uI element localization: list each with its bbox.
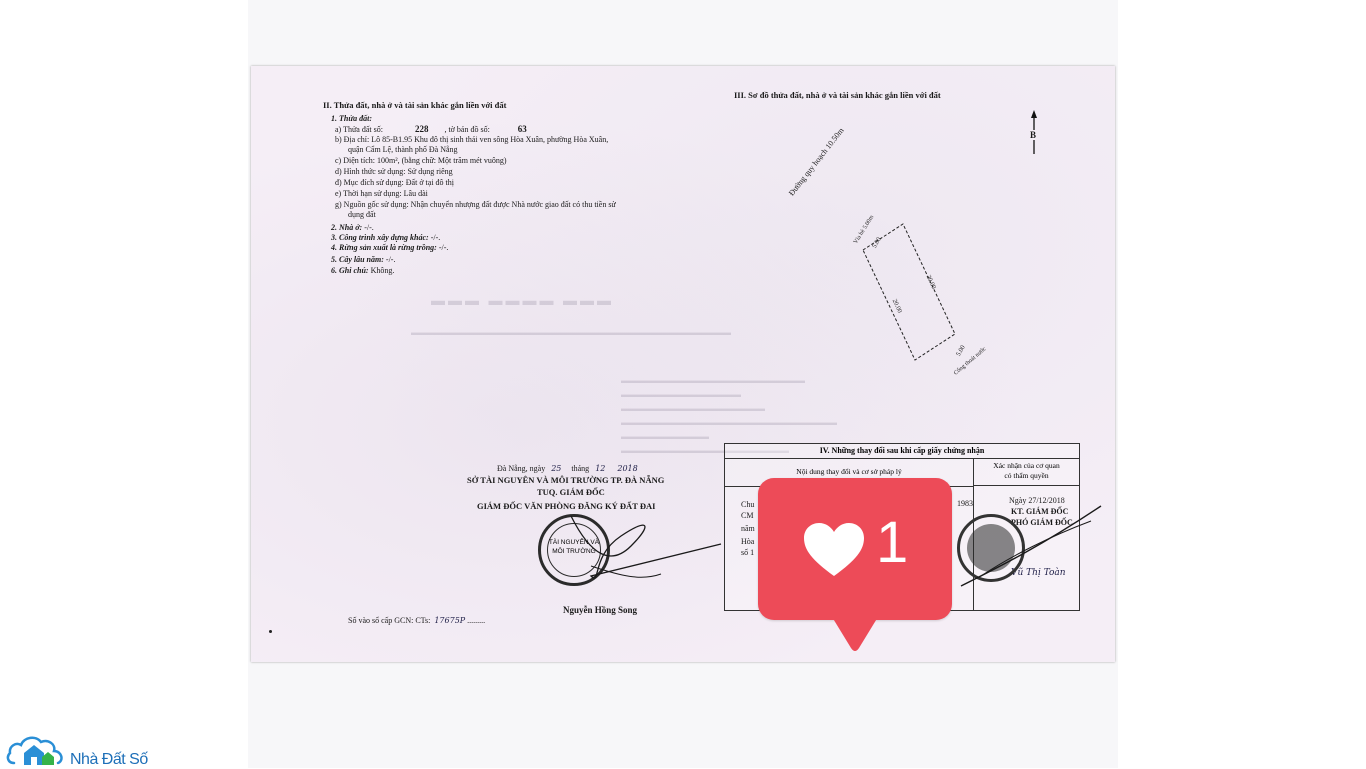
bleed-through-text: ▬▬▬ ▬▬▬▬ ▬▬▬ (431, 294, 614, 309)
change-row-4: Hòa (741, 537, 755, 546)
register-number: Số vào sổ cấp GCN: CTs: 17675P ......... (348, 616, 486, 625)
parcel-sketch (862, 223, 956, 361)
confirm-seal-stamp (957, 514, 1025, 582)
origin-line-2: dụng đất (348, 210, 376, 219)
signer-name: Nguyễn Hồng Song (563, 605, 638, 615)
parcel-number-value: 228 (414, 124, 429, 134)
bleed-through-text: ▬▬▬▬▬▬▬▬▬▬▬▬▬▬▬▬▬▬▬▬▬▬▬ (621, 376, 805, 385)
bleed-through-text: ▬▬▬▬▬▬▬▬▬▬▬▬▬▬▬▬▬▬▬▬▬▬▬▬▬▬▬▬▬▬▬▬▬▬▬▬▬▬▬▬ (411, 328, 731, 337)
sign-date: Đà Nẵng, ngày 25 tháng 12 2018 (497, 464, 638, 473)
parcel-number-label: a) Thửa đất số: (335, 125, 383, 134)
red-seal-stamp: TÀI NGUYÊN VÀ MÔI TRƯỜNG (538, 514, 610, 586)
item-perennial: 5. Cây lâu năm: -/-. (331, 255, 396, 264)
parcel-number-row: a) Thửa đất số: 228 , tờ bản đồ số: 63 (335, 124, 527, 134)
section-3-title: III. Sơ đồ thửa đất, nhà ở và tài sản kh… (734, 90, 941, 100)
section-2-title: II. Thửa đất, nhà ở và tài sản khác gắn … (323, 100, 507, 110)
map-sheet-label: , tờ bản đồ số: (444, 125, 490, 134)
site-logo[interactable]: Nhà Đất Số (6, 733, 166, 768)
bleed-through-text: ▬▬▬▬▬▬▬▬▬▬▬▬▬▬▬ (621, 390, 741, 399)
confirm-role-2: PHÓ GIÁM ĐỐC (1011, 518, 1073, 527)
like-badge-pointer (829, 612, 881, 651)
bleed-through-text: ▬▬▬▬▬▬▬▬▬▬▬▬▬▬▬▬▬▬▬▬▬ (621, 446, 789, 455)
usage-form-line: d) Hình thức sử dụng: Sử dụng riêng (335, 167, 453, 176)
item-other-works: 3. Công trình xây dựng khác: -/-. (331, 233, 441, 242)
sign-year: 2018 (617, 464, 638, 473)
item-forest: 4. Rừng sản xuất là rừng trồng: -/-. (331, 243, 449, 252)
changes-col-confirm: Xác nhận của cơ quan có thẩm quyền (974, 458, 1079, 486)
origin-line-1: g) Nguồn gốc sử dụng: Nhận chuyển nhượng… (335, 200, 616, 209)
item-house: 2. Nhà ở: -/-. (331, 223, 374, 232)
change-year: 1983 (957, 499, 973, 508)
sign-month: 12 (595, 464, 606, 473)
sign-day: 25 (551, 464, 562, 473)
heart-icon (804, 523, 864, 576)
confirm-signature-scribble (960, 505, 1102, 587)
road-label: Đường quy hoạch 10.50m (787, 126, 846, 198)
cloud-house-icon (6, 736, 63, 765)
register-value: 17675P (434, 616, 466, 625)
signature-scribble (570, 515, 722, 579)
bleed-through-text: ▬▬▬▬▬▬▬▬▬▬▬▬▬▬▬▬▬▬▬▬▬▬▬▬▬▬▬ (621, 418, 837, 427)
confirm-signer: Vũ Thị Toàn (1011, 568, 1066, 578)
tuq-title: TUQ. GIÁM ĐỐC (537, 487, 605, 497)
area-line: c) Diện tích: 100m², (bằng chữ: Một trăm… (335, 156, 507, 165)
usage-purpose-line: đ) Mục đích sử dụng: Đất ở tại đô thị (335, 178, 454, 187)
signer-role: GIÁM ĐỐC VĂN PHÒNG ĐĂNG KÝ ĐẤT ĐAI (477, 501, 656, 511)
confirm-role-1: KT. GIÁM ĐỐC (1011, 507, 1069, 516)
change-row-5: số 1 (741, 548, 755, 557)
changes-table-title: IV. Những thay đổi sau khi cấp giấy chứn… (725, 444, 1079, 459)
address-line-2: quận Cẩm Lệ, thành phố Đà Nẵng (348, 145, 458, 154)
north-label: B (1030, 130, 1037, 140)
bleed-through-text: ▬▬▬▬▬▬▬▬▬▬▬ (621, 432, 709, 441)
change-row-3: năm (741, 524, 755, 533)
bleed-through-text: ▬▬▬▬▬▬▬▬▬▬▬▬▬▬▬▬▬▬ (621, 404, 765, 413)
item-notes: 6. Ghi chú: Không. (331, 266, 395, 275)
address-line-1: b) Địa chỉ: Lô 85-B1.95 Khu đô thị sinh … (335, 135, 609, 144)
logo-text: Nhà Đất Số (70, 751, 148, 768)
map-sheet-value: 63 (517, 124, 527, 134)
change-row-2: CM (741, 511, 754, 520)
land-certificate-page: ▬▬▬ ▬▬▬▬ ▬▬▬ ▬▬▬▬▬▬▬▬▬▬▬▬▬▬▬▬▬▬▬▬▬▬▬▬▬▬▬… (251, 66, 1115, 662)
usage-term-line: e) Thời hạn sử dụng: Lâu dài (335, 189, 428, 198)
confirm-date: Ngày 27/12/2018 (1009, 496, 1065, 505)
change-row-1: Chu (741, 500, 755, 509)
like-notification-badge: 1 (758, 478, 952, 620)
dot-mark (269, 630, 272, 633)
issuing-org: SỞ TÀI NGUYÊN VÀ MÔI TRƯỜNG TP. ĐÀ NẴNG (467, 475, 665, 485)
like-count: 1 (876, 510, 909, 575)
section-2-sub1: 1. Thửa đất: (331, 114, 373, 123)
